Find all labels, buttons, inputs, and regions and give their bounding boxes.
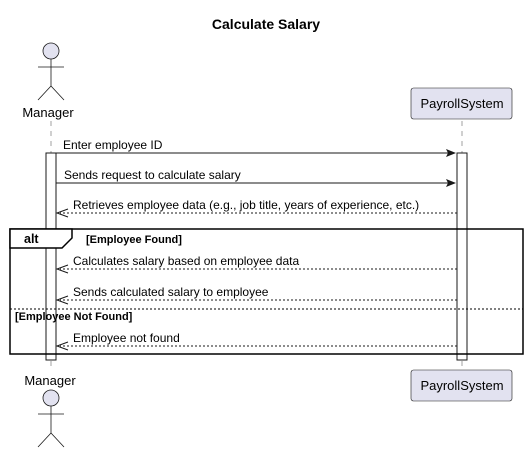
arrowhead-1	[446, 149, 456, 157]
manager-label-top: Manager	[22, 105, 74, 120]
arrowhead-6	[55, 341, 69, 351]
message-label-1: Enter employee ID	[63, 138, 163, 152]
manager-activation	[45, 152, 57, 361]
alt-operator-label: alt	[24, 232, 39, 246]
manager-actor-top	[37, 42, 65, 101]
message-label-6: Employee not found	[73, 331, 180, 345]
arrowhead-5	[55, 295, 69, 305]
payrollsystem-box-bottom	[410, 369, 513, 402]
arrowhead-2	[446, 179, 456, 187]
payrollsystem-box-top	[410, 87, 513, 120]
message-label-4: Calculates salary based on employee data	[73, 254, 299, 268]
arrowhead-4	[55, 264, 69, 274]
payrollsystem-label-top: PayrollSystem	[420, 96, 503, 111]
alt-fragment-tab	[9, 228, 73, 249]
arrowhead-3	[55, 208, 69, 218]
message-label-3: Retrieves employee data (e.g., job title…	[73, 198, 419, 212]
alt-fragment-frame	[9, 228, 524, 355]
payrollsystem-label-bottom: PayrollSystem	[420, 378, 503, 393]
diagram-title: Calculate Salary	[212, 16, 320, 32]
message-label-2: Sends request to calculate salary	[64, 168, 241, 182]
manager-actor-bottom	[37, 389, 65, 448]
alt-guard-1: [Employee Found]	[86, 234, 182, 246]
alt-guard-2: [Employee Not Found]	[15, 311, 133, 323]
manager-label-bottom: Manager	[24, 373, 76, 388]
payrollsystem-activation	[456, 152, 468, 361]
message-label-5: Sends calculated salary to employee	[73, 285, 269, 299]
